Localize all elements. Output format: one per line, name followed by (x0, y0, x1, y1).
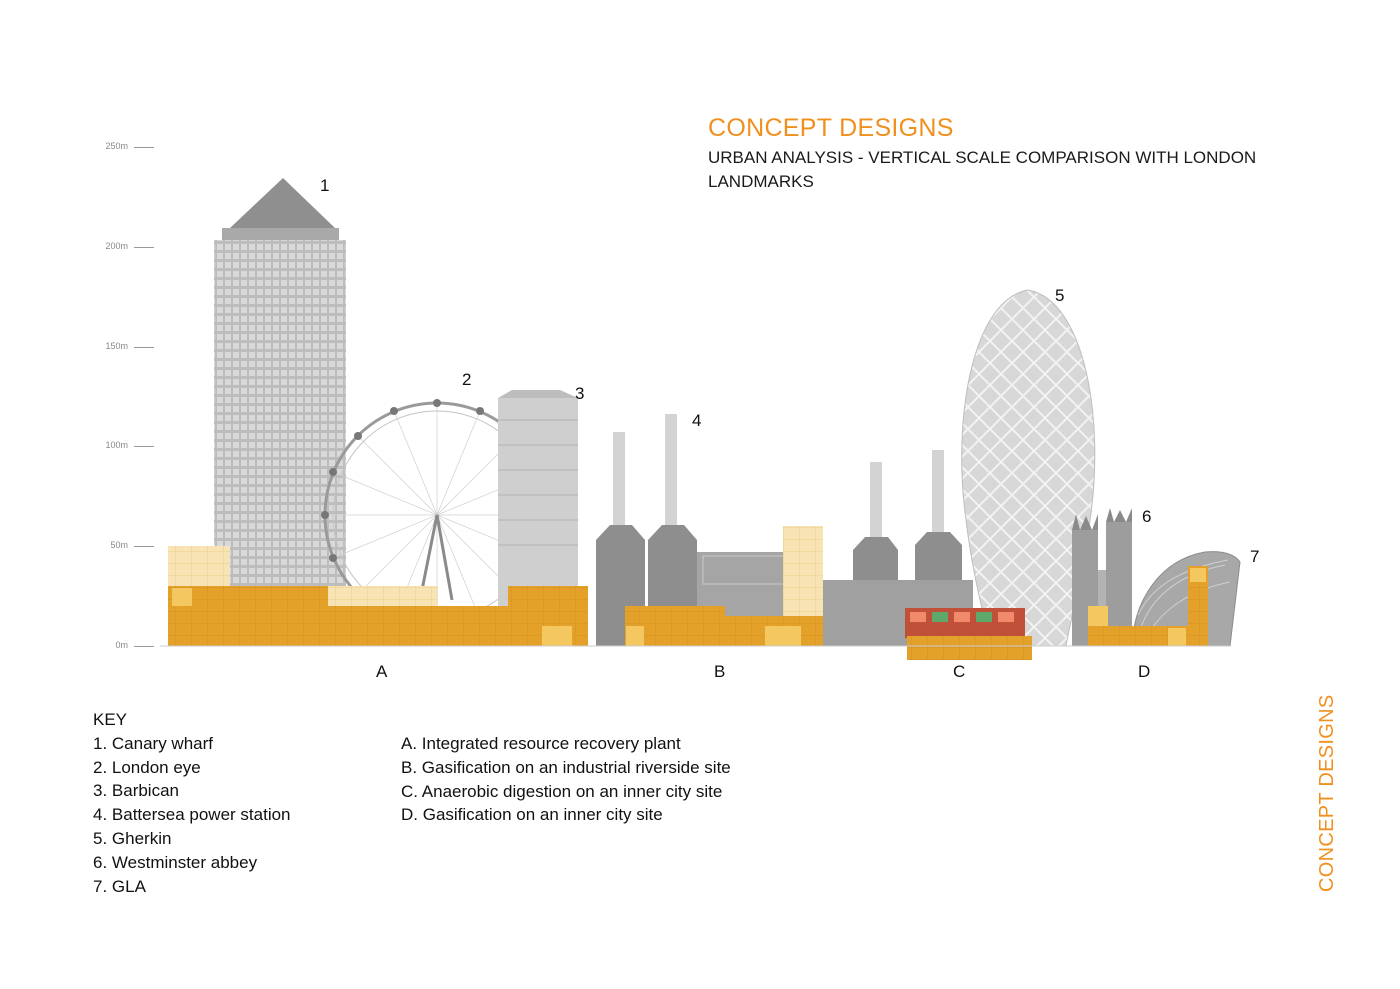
key-site-item: D. Gasification on an inner city site (401, 805, 663, 825)
key-landmarks: KEY 1. Canary wharf 2. London eye 3. Bar… (93, 708, 291, 898)
scale-tick-250: 250m (105, 141, 128, 151)
proposal-b-buildings (625, 526, 823, 646)
zone-label-a: A (376, 662, 388, 681)
scale-tick-50: 50m (110, 540, 128, 550)
scale-tick-line (134, 646, 154, 647)
proposal-a-buildings (168, 546, 588, 646)
canary-wharf-tower (214, 178, 346, 646)
key-landmark-item: 3. Barbican (93, 781, 179, 801)
scale-tick-line (134, 546, 154, 547)
key-site-item: C. Anaerobic digestion on an inner city … (401, 781, 723, 801)
zone-label-d: D (1138, 662, 1151, 681)
landmark-number-2: 2 (462, 370, 472, 389)
landmark-number-7: 7 (1250, 547, 1260, 566)
key-heading: KEY (93, 710, 128, 729)
key-sites: A. Integrated resource recovery plant B.… (401, 732, 731, 827)
page-title: CONCEPT DESIGNS (708, 114, 954, 142)
scale-tick-line (134, 347, 154, 348)
key-landmark-item: 5. Gherkin (93, 828, 172, 848)
scale-tick-line (134, 147, 154, 148)
landmark-number-6: 6 (1142, 507, 1152, 526)
proposal-c-buildings (905, 608, 1032, 660)
key-site-item: A. Integrated resource recovery plant (401, 734, 681, 753)
scale-tick-line (134, 247, 154, 248)
landmark-number-5: 5 (1055, 286, 1065, 305)
key-landmark-item: 2. London eye (93, 757, 201, 777)
key-landmark-item: 7. GLA (93, 876, 146, 896)
key-landmark-item: 4. Battersea power station (93, 805, 291, 825)
landmark-number-1: 1 (320, 176, 330, 195)
zone-label-b: B (714, 662, 726, 681)
scale-tick-100: 100m (105, 440, 128, 450)
landmark-number-3: 3 (575, 384, 585, 403)
key-landmark-item: 1. Canary wharf (93, 733, 213, 753)
landmark-number-4: 4 (692, 411, 702, 430)
key-landmark-item: 6. Westminster abbey (93, 852, 258, 872)
page-subtitle: URBAN ANALYSIS - VERTICAL SCALE COMPARIS… (708, 148, 1257, 191)
scale-tick-0: 0m (115, 640, 128, 650)
zone-label-c: C (953, 662, 966, 681)
scale-tick-150: 150m (105, 341, 128, 351)
key-site-item: B. Gasification on an industrial riversi… (401, 757, 731, 777)
scale-tick-200: 200m (105, 241, 128, 251)
proposal-d-buildings (1088, 566, 1208, 646)
scale-tick-line (134, 446, 154, 447)
